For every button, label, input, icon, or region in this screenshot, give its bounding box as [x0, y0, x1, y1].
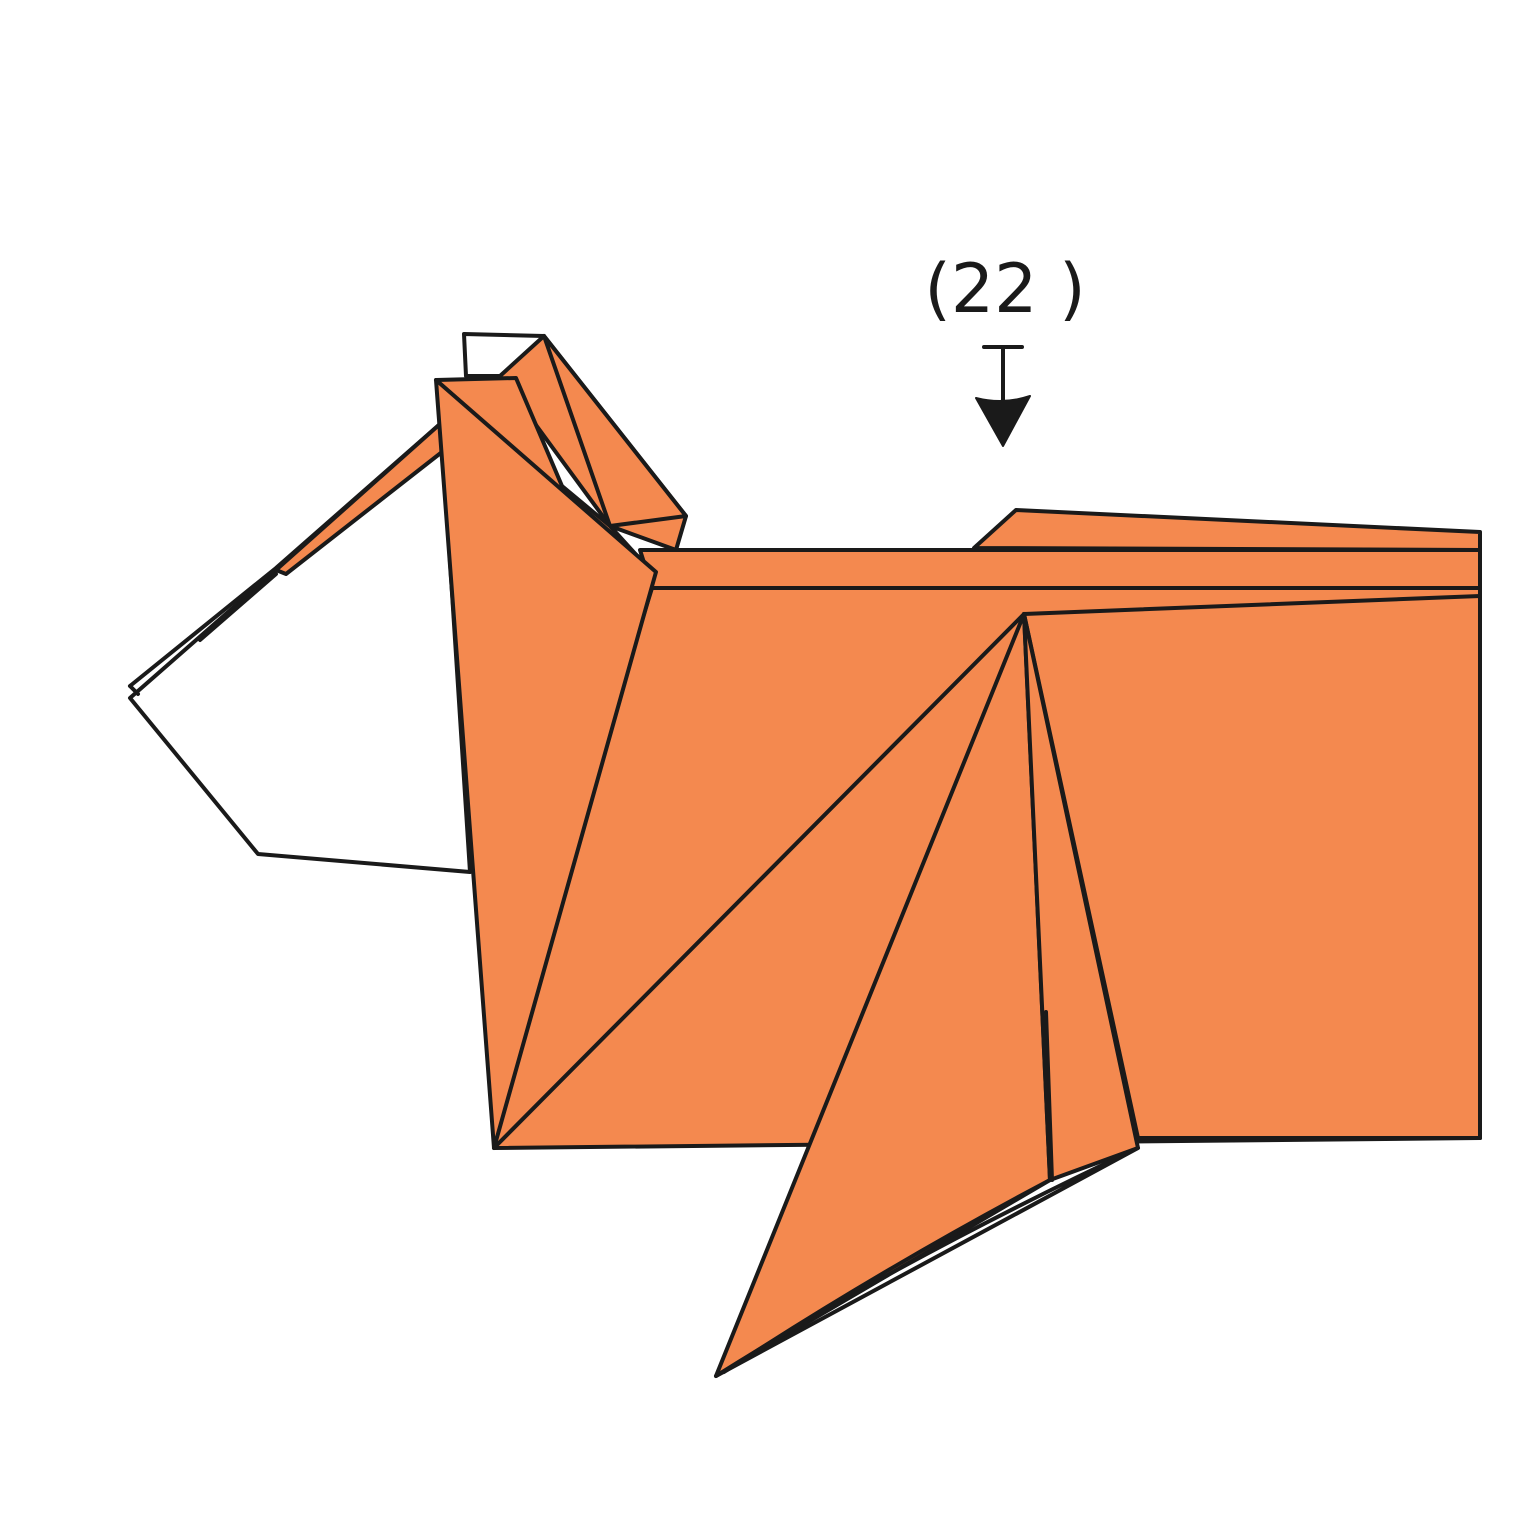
neck-chest-flap: [434, 378, 658, 1150]
head-snout: [128, 422, 472, 874]
snout-white-face: [128, 436, 472, 874]
body-back-strip: [638, 508, 1482, 590]
ear-right-panel: [542, 334, 688, 528]
push-down-arrow-icon: [975, 345, 1031, 447]
back-top-flap: [972, 508, 1482, 552]
front-leg: [714, 612, 1140, 1378]
back-strip: [638, 548, 1482, 590]
step-number-label: (22 ): [924, 250, 1085, 329]
leg-right-face: [1022, 612, 1140, 1182]
